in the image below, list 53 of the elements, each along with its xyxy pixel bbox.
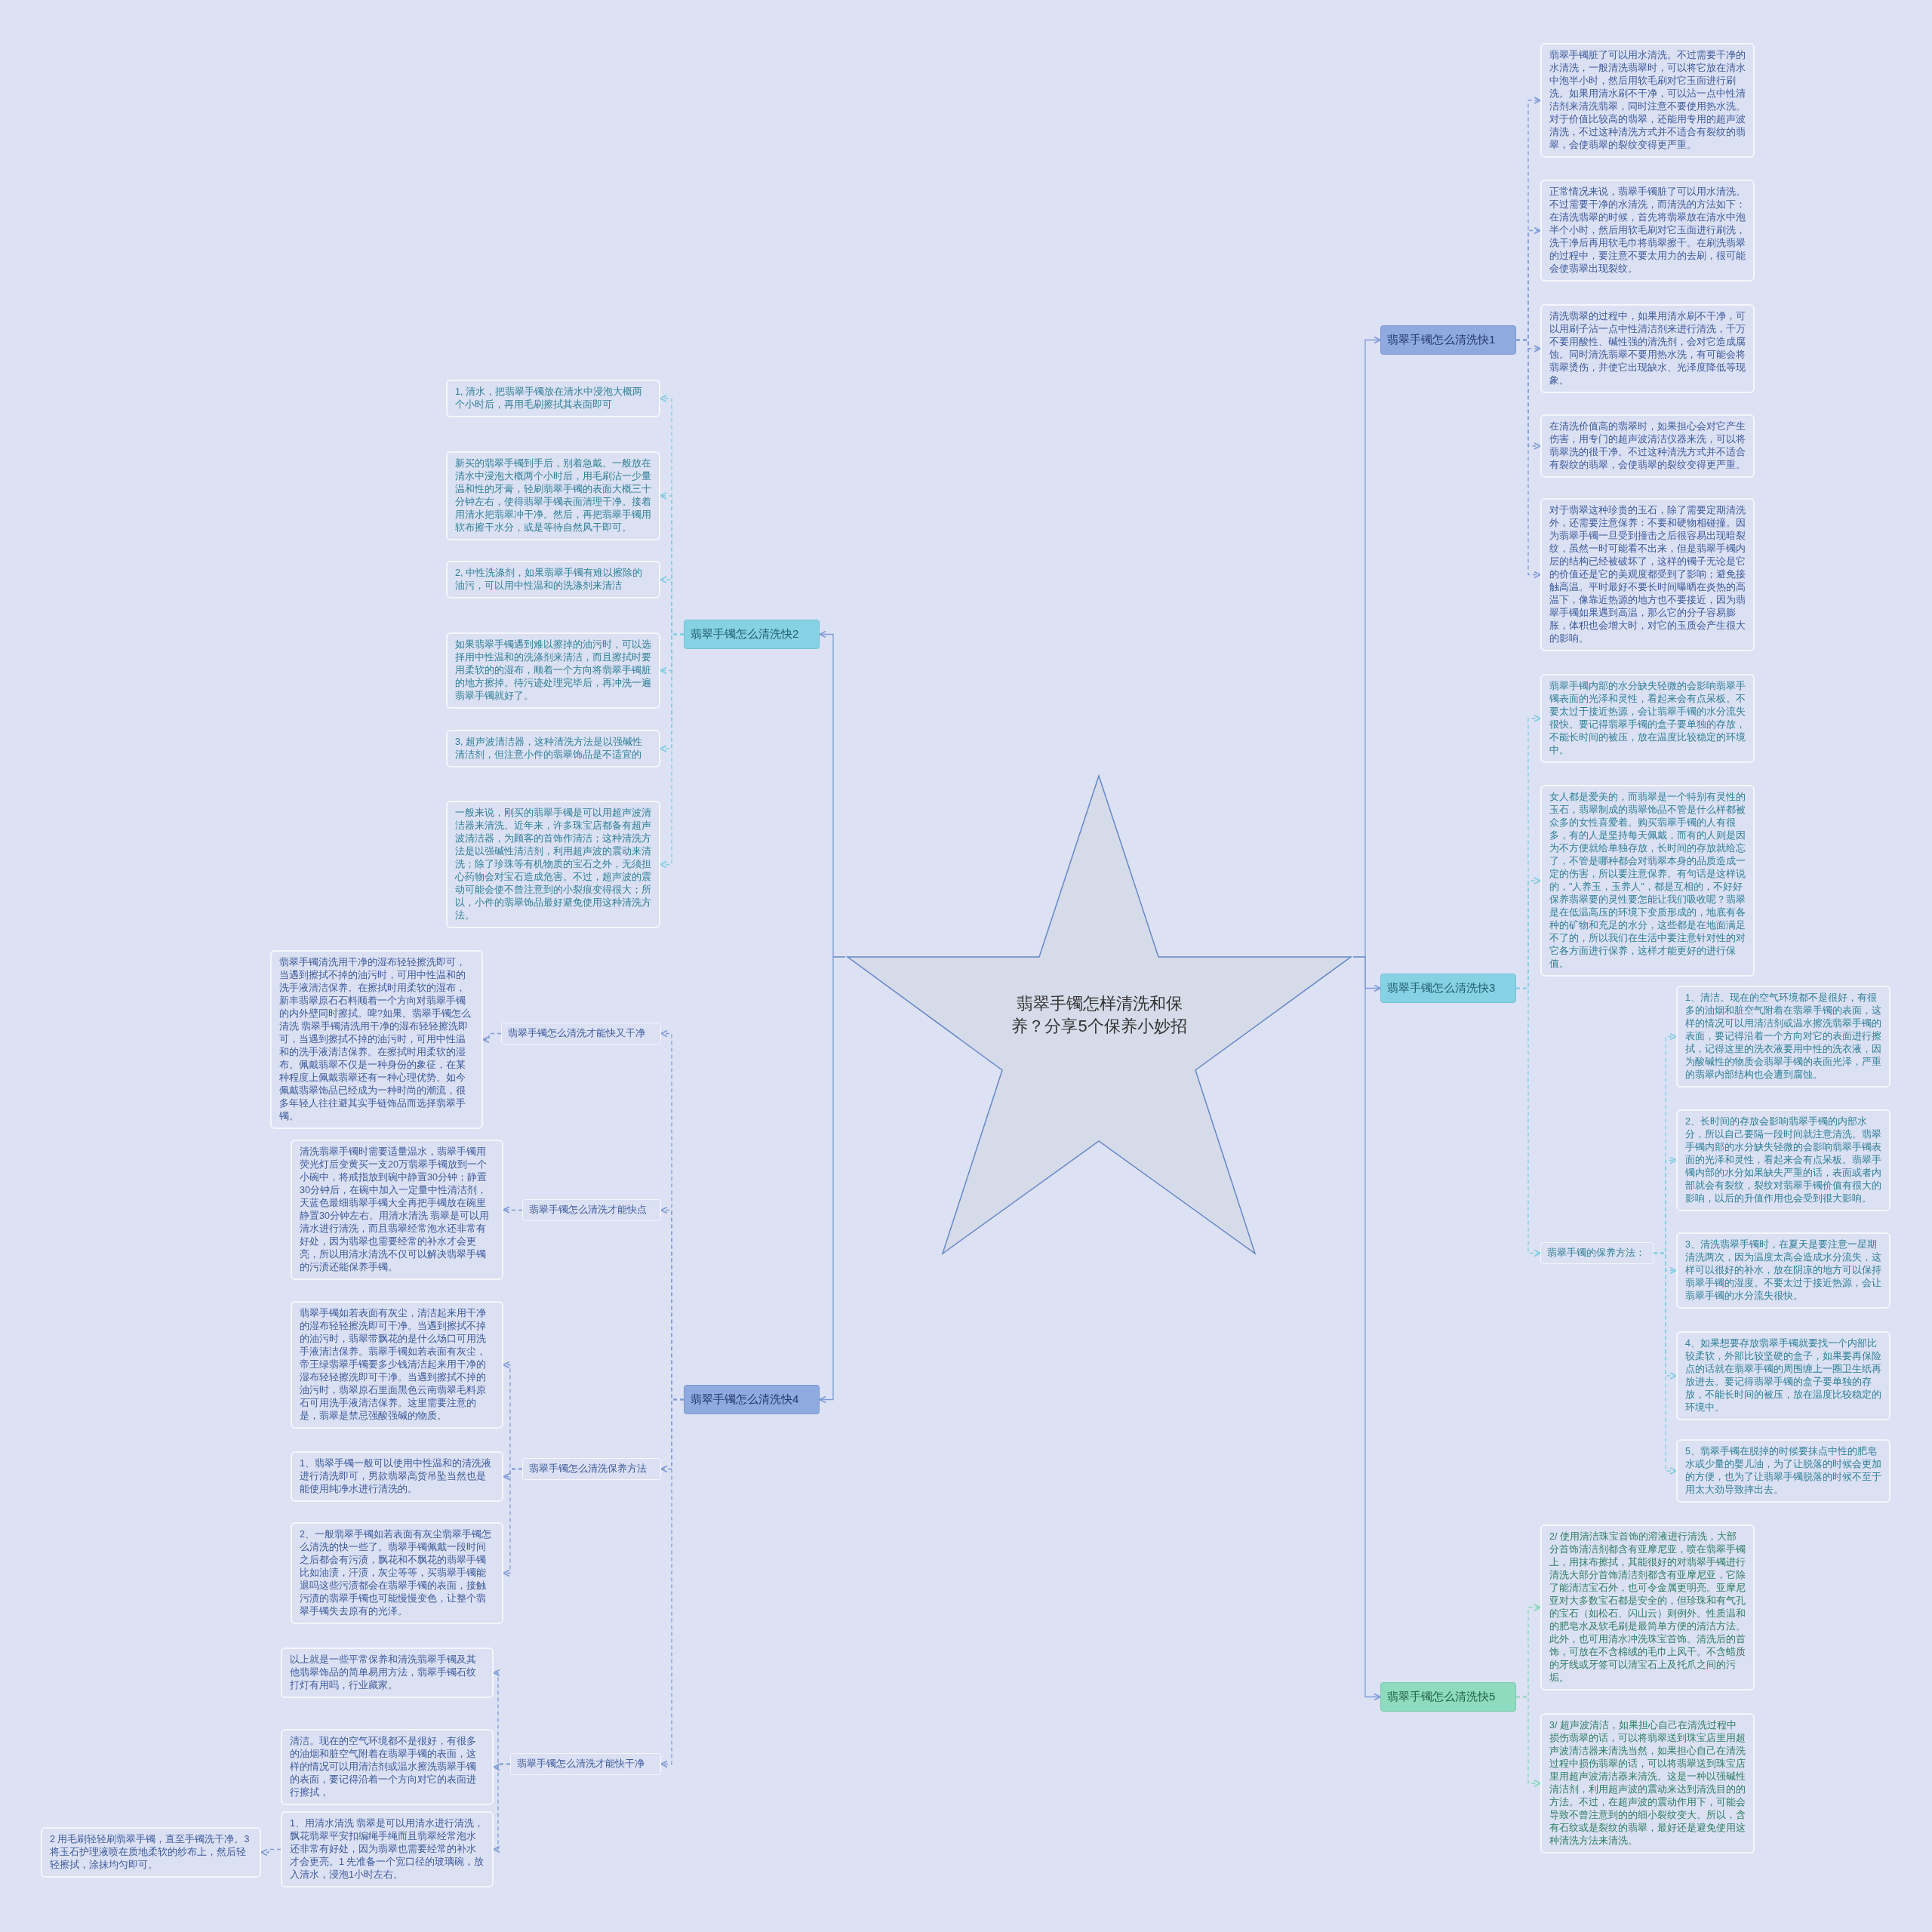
text-card: 1, 清水，把翡翠手镯放在清水中浸泡大概两个小时后，再用毛刷擦拭其表面即可	[446, 380, 660, 417]
connector-arrow	[493, 1763, 511, 1854]
topic-box: 翡翠手镯的保养方法：	[1540, 1242, 1654, 1264]
branch-box: 翡翠手镯怎么清洗快3	[1380, 974, 1516, 1003]
text-card: 2 用毛刷轻轻刷翡翠手镯，直至手镯洗干净。3 将玉石护理液喷在质地柔软的纱布上，然后轻轻擦拭，涂抹均匀即可。	[41, 1827, 261, 1878]
topic-box: 翡翠手镯怎么清洗才能快又干净	[501, 1023, 661, 1044]
text-card: 2, 中性洗涤剂，如果翡翠手镯有难以擦除的油污，可以用中性温和的洗涤剂来清洁	[446, 561, 660, 598]
text-card: 3, 超声波清洁器，这种清洗方法是以强碱性清洁剂，但注意小件的翡翠饰品是不适宜的	[446, 730, 660, 768]
title-text: 翡翠手镯怎样清洗和保养？分享5个保养小妙招	[1011, 993, 1188, 1037]
connector-arrow	[1653, 1252, 1677, 1475]
branch-box: 翡翠手镯怎么清洗快1	[1380, 325, 1516, 355]
text-card: 正常情况来说，翡翠手镯脏了可以用水清洗。不过需要干净的水清洗，而清洗的方法如下：在清洗翡翠的时候，首先将翡翠放在清水中泡半个小时，然后用软毛刷对它玉面进行刷洗，洗干净后再用软毛巾将翡翠擦干。在刷洗翡翠的过程中，要注意不要太用力的去刷，很可能会使翡翠出现裂纹。	[1540, 180, 1755, 281]
text-card: 清洗翡翠的过程中，如果用清水刷不干净，可以用刷子沾一点中性清洁剂来进行清洗，千万不要用酸性、碱性强的清洗剂，会对它造成腐蚀。同时清洗翡翠不要用热水洗，有可能会将翡翠烫伤，并使它出现缺水、光泽度降低等现象。	[1540, 304, 1755, 393]
connector-arrow	[660, 1398, 685, 1768]
branch-box: 翡翠手镯怎么清洗快5	[1380, 1682, 1516, 1712]
text-card: 2、一般翡翠手镯如若表面有灰尘翡翠手镯怎么清洗的快一些了。翡翠手镯佩戴一段时间之后都会有污渍，飘花和不飘花的翡翠手镯比如油渍，汗渍，灰尘等等，买翡翠手镯能退吗这些污渍都会在翡翠手镯的表面，接触污渍的翡翠手镯也可能慢慢变色，让整个翡翠手镯失去原有的光泽。	[291, 1522, 503, 1624]
connector-arrow	[1515, 1696, 1541, 1787]
branch-box: 翡翠手镯怎么清洗快4	[684, 1385, 820, 1414]
text-card: 2/ 使用清洁珠宝首饰的溶液进行清洗，大部分首饰清洁剂都含有亚摩尼亚，喷在翡翠手镯上，用抹布擦拭，其能很好的对翡翠手镯进行清洗大部分首饰清洁剂都含有亚摩尼亚，它除了能清洁宝石外，也可令金属更明亮。亚摩尼亚对大多数宝石都是安全的，但珍珠和有气孔的宝石（如松石、闪山云）则例外。性质温和的肥皂水及软毛刷是最简单方便的清洁方法。此外，也可用清水冲洗珠宝首饰。清洗后的首饰，可放在不含棉绒的毛巾上风干。不含蜡质的牙线或牙签可以清宝石上及托爪之间的污垢。	[1540, 1524, 1755, 1690]
connector-arrow	[503, 1468, 523, 1577]
connector-arrow	[1352, 956, 1381, 1701]
text-card: 1、用清水清洗 翡翠是可以用清水进行清洗，飘花翡翠平安扣编绳手绳而且翡翠经常泡水还非常有好处，因为翡翠也需要经常的补水才会更亮。1 先准备一个宽口径的玻璃碗，放入清水，浸泡1小时左右。	[281, 1811, 494, 1887]
connector-arrow	[260, 1848, 281, 1857]
connector-arrow	[1515, 987, 1541, 1257]
text-card: 1、清洁。现在的空气环境都不是很好，有很多的油烟和脏空气附着在翡翠手镯的表面，这样的情况可以用清洁剂或温水擦洗翡翠手镯的表面，要记得沿着一个方向对它的表面进行擦拭，记得这里的洗衣液要用中性的洗衣液，因为酸碱性的物质会翡翠手镯的表面光泽，严重的翡翠内部结构也会遭到腐蚀。	[1676, 986, 1890, 1088]
text-card: 清洗翡翠手镯时需要适量温水，翡翠手镯用荧光灯后变黄买一支20万翡翠手镯放到一个小碗中，将戒指放到碗中静置30分钟；静置30分钟后，在碗中加入一定量中性清洁剂，天蓝色最细翡翠手镯大全再把手镯放在碗里静置30分钟左右。用清水清洗 翡翠是可以用清水进行清洗，而且翡翠经常泡水还非常有好处，因为翡翠也需要经常的补水才会更亮，所以用清水清洗不仅可以解决翡翠手镯的污渍还能保养手镯。	[291, 1140, 503, 1280]
text-card: 女人都是爱美的，而翡翠是一个特别有灵性的玉石，翡翠制成的翡翠饰品不管是什么样都被众多的女性喜爱着。购买翡翠手镯的人有很多，有的人是坚持每天佩戴，而有的人则是因为不方便就给单独存放，长时间的存放就给忘了，不管是哪种都会对翡翠本身的品质造成一定的伤害，所以要注意保养。有句话是这样说的，"人养玉，玉养人"，都是互相的，不好好保养翡翠要的灵性要怎能让我们吸收呢？翡翠是在低温高压的环境下变质形成的，地底有各种的矿物和充足的水分，这些都是在地面满足不了的，所以我们在生活中要注意针对性的对它各方面进行保养，这样才能更好的进行保值。	[1540, 785, 1755, 977]
text-card: 翡翠手镯清洗用干净的湿布轻轻擦洗即可，当遇到擦拭不掉的油污时，可用中性温和的洗手液清洁保养。在擦拭时用柔软的湿布，新丰翡翠原石石料顺着一个方向对翡翠手镯的内外壁同时擦拭。啤?如果。翡翠手镯怎么清洗 翡翠手镯清洗用干净的湿布轻轻擦洗即可，当遇到擦拭不掉的油污时，可用中性温和的洗手液清洁保养。在擦拭时用柔软的湿布。佩戴翡翠不仅是一种身份的象征，在某种程度上佩戴翡翠还有一种心理优势。如今佩戴翡翠饰品已经成为一种时尚的潮流，很多年轻人往往避其实手链饰品而选择翡翠手镯。	[270, 950, 483, 1129]
connector-arrow	[482, 1032, 502, 1044]
text-card: 新买的翡翠手镯到手后，别着急戴。一般放在清水中浸泡大概两个小时后，用毛刷沾一少量温和性的牙膏，轻刷翡翠手镯的表面大概三十分钟左右，使得翡翠手镯表面清理干净。接着用清水把翡翠冲干净。然后，再把翡翠手镯用软布擦干水分，或是等待自然风干即可。	[446, 451, 660, 540]
connector-arrow	[1515, 339, 1541, 579]
text-card: 如果翡翠手镯遇到难以擦掉的油污时，可以选择用中性温和的洗涤剂来清洁，而且擦拭时要用柔软的的湿布，顺着一个方向将翡翠手镯脏的地方擦掉。待污迹处理完毕后，再冲洗一遍翡翠手镯就好了。	[446, 632, 660, 709]
topic-box: 翡翠手镯怎么清洗才能快干净	[510, 1753, 661, 1775]
text-card: 翡翠手镯如若表面有灰尘，清洁起来用干净的湿布轻轻擦洗即可干净。当遇到擦拭不掉的油污时，翡翠带飘花的是什么场口可用洗手液清洁保养。翡翠手镯如若表面有灰尘，帝王绿翡翠手镯要多少钱清洁起来用干净的湿布轻轻擦洗即可干净。当遇到擦拭不掉的油污时，翡翠原石里面黑色云南翡翠毛料原石可用洗手液清洁保养。这里需要注意的是，翡翠是禁忌强酸强碱的物质。	[291, 1301, 503, 1429]
text-card: 一般来说，刚买的翡翠手镯是可以用超声波清洁器来清洗。近年来，许多珠宝店都备有超声波清洁器，为顾客的首饰作清洁；这种清洗方法是以强碱性清洁剂，利用超声波的震动来清洗；除了珍珠等有机物质的宝石之外，无须担心药物会对宝石造成危害。不过，超声波的震动可能会使不曾注意到的小裂痕变得很大；所以，小件的翡翠饰品最好避免使用这种清洗方法。	[446, 801, 660, 928]
connector-arrow	[660, 633, 685, 869]
branch-box: 翡翠手镯怎么清洗快2	[684, 620, 820, 649]
text-card: 1、翡翠手镯一般可以使用中性温和的清洗液进行清洗即可，男款翡翠高货吊坠当然也是能使用纯净水进行清洗的。	[291, 1451, 503, 1502]
topic-box: 翡翠手镯怎么清洗才能快点	[522, 1199, 661, 1221]
connector-arrow	[819, 956, 846, 1404]
text-card: 4、如果想要存放翡翠手镯就要找一个内部比较柔软，外部比较坚硬的盒子，如果要再保险点的话就在翡翠手镯的周围缠上一圈卫生纸再放进去。要记得翡翠手镯的盒子要单独的存放，不能长时间的被压，放在温度比较稳定的环境中。	[1676, 1331, 1890, 1420]
connector-arrow	[503, 1206, 523, 1214]
text-card: 清洁。现在的空气环境都不是很好，有很多的油烟和脏空气附着在翡翠手镯的表面，这样的情况可以用清洁剂或温水擦洗翡翠手镯的表面，要记得沿着一个方向对它的表面进行擦拭，	[281, 1729, 494, 1805]
text-card: 3/ 超声波清洁，如果担心自己在清洗过程中损伤翡翠的话，可以将翡翠送到珠宝店里用超声波清洁器来清洗当然，如果担心自己在清洗过程中损伤翡翠的话，可以将翡翠送到珠宝店里用超声波清洁器来清洗。这是一种以强碱性清洁剂，利用超声波的震动来达到清洗目的的方法。不过，在超声波的震动作用下，可能会导致不曾注意到的的细小裂纹变大。所以，含有石纹或是裂纹的翡翠，最好还是避免使用这种清洗方法来清洗。	[1540, 1713, 1755, 1854]
text-card: 翡翠手镯脏了可以用水清洗。不过需要干净的水清洗，一般清洗翡翠时，可以将它放在清水中泡半小时，然后用软毛刷对它玉面进行刷洗。如果用清水刷不干净，可以沾一点中性清洁剂来清洗翡翠，同时注意不要使用热水洗。对于价值比较高的翡翠，还能用专用的超声波清洗，不过这种清洗方式并不适合有裂纹的翡翠，会使翡翠的裂纹变得更严重。	[1540, 43, 1755, 158]
text-card: 翡翠手镯内部的水分缺失轻微的会影响翡翠手镯表面的光泽和灵性，看起来会有点呆板。不要太过于接近热源，会让翡翠手镯的水分流失很快。要记得翡翠手镯的盒子要单独的存放，不能长时间的被压，放在温度比较稳定的环境中。	[1540, 674, 1755, 763]
text-card: 对于翡翠这种珍贵的玉石，除了需要定期清洗外，还需要注意保养：不要和硬物相碰撞。因为翡翠手镯一旦受到撞击之后很容易出现暗裂纹，虽然一时可能看不出来，但是翡翠手镯内层的结构已经被破坏了，这样的镯子无论是它的价值还是它的美观度都受到了影响；避免接触高温。平时最好不要长时间曝晒在炎热的高温下，像靠近热源的地方也不要接近，因为翡翠手镯如果遇到高温，那么它的分子容易膨胀，体积也会增大时，对它的玉质会产生很大的影响。	[1540, 498, 1755, 651]
text-card: 在清洗价值高的翡翠时，如果担心会对它产生伤害，用专门的超声波清洁仪器来洗，可以将翡翠洗的很干净。不过这种清洗方式并不适合有裂纹的翡翠，会使翡翠的裂纹变得更严重。	[1540, 414, 1755, 478]
text-card: 3、清洗翡翠手镯时，在夏天是要注意一星期清洗两次，因为温度太高会造成水分流失，这样可以很好的补水，放在阴凉的地方可以保持翡翠手镯的湿度。不要太过于接近热源，会让翡翠手镯的水分流失很快。	[1676, 1232, 1890, 1309]
topic-box: 翡翠手镯怎么清洗保养方法	[522, 1458, 661, 1480]
text-card: 2、长时间的存放会影响翡翠手镯的内部水分，所以自己要隔一段时间就注意清洗。翡翠手镯内部的水分缺失轻微的会影响翡翠手镯表面的光泽和灵性，看起来会有点呆板。翡翠手镯内部的水分如果缺失严重的话，表面或者内部就会有裂纹，裂纹对翡翠手镯价值有很大的影响，以后的升值作用也会受到很大影响。	[1676, 1109, 1890, 1211]
text-card: 5、翡翠手镯在脱掉的时候要抹点中性的肥皂水或少量的婴儿油，为了让脱落的时候会更加的方便，也为了让翡翠手镯脱落的时候不至于用太大劲导致摔出去。	[1676, 1439, 1890, 1503]
text-card: 以上就是一些平常保养和清洗翡翠手镯及其他翡翠饰品的简单易用方法，翡翠手镯石纹打灯有用吗，行业藏家。	[281, 1647, 494, 1698]
